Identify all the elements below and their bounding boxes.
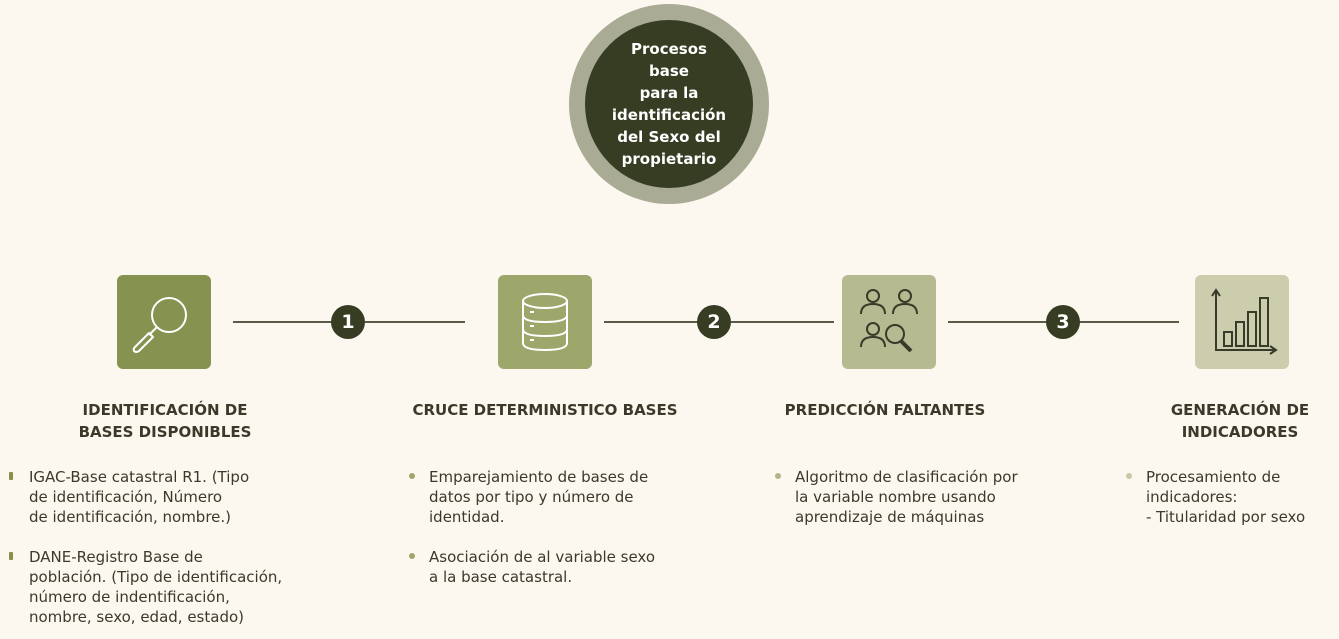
bullet-line: la variable nombre usando <box>795 488 996 506</box>
bullet-marker <box>9 552 13 560</box>
center-title-line: del Sexo del <box>617 128 721 146</box>
step-4-bullet-list: Procesamiento de indicadores: - Titulari… <box>1125 467 1305 527</box>
bar-chart-icon <box>1211 288 1278 355</box>
bullet-line: - Titularidad por sexo <box>1146 508 1306 526</box>
step-number-2: 2 <box>697 305 731 339</box>
bullet-line: población. (Tipo de identificación, <box>29 568 283 586</box>
center-title: Procesos base para la identificación del… <box>609 38 729 170</box>
bullet-line: indicadores: <box>1146 488 1238 506</box>
step-1-icon-box <box>117 275 211 369</box>
list-item: IGAC-Base catastral R1. (Tipo de identif… <box>8 467 282 527</box>
bullet-line: IGAC-Base catastral R1. (Tipo <box>29 468 250 486</box>
center-title-line: propietario <box>621 150 717 168</box>
bullet-marker <box>409 553 415 559</box>
step-title-line: CRUCE DETERMINISTICO BASES <box>412 401 678 419</box>
step-title-line: BASES DISPONIBLES <box>78 423 252 441</box>
step-3-icon-box <box>842 275 936 369</box>
step-2-bullet-list: Emparejamiento de bases de datos por tip… <box>408 467 655 587</box>
step-4-title: GENERACIÓN DE INDICADORES <box>1150 399 1330 443</box>
center-title-line: para la <box>639 84 699 102</box>
bullet-line: DANE-Registro Base de <box>29 548 203 566</box>
bullet-line: número de indentificación, <box>29 588 230 606</box>
bullet-line: datos por tipo y número de <box>429 488 634 506</box>
connector-line <box>1079 321 1179 323</box>
step-title-line: PREDICCIÓN FALTANTES <box>784 401 986 419</box>
bullet-marker <box>1126 473 1132 479</box>
bullet-line: Procesamiento de <box>1146 468 1281 486</box>
bullet-line: de identificación, nombre.) <box>29 508 232 526</box>
bullet-line: de identificación, Número <box>29 488 223 506</box>
bullet-line: nombre, sexo, edad, estado) <box>29 608 244 626</box>
bullet-line: Algoritmo de clasificación por <box>795 468 1018 486</box>
step-1-bullet-list: IGAC-Base catastral R1. (Tipo de identif… <box>8 467 282 627</box>
connector-line <box>365 321 465 323</box>
bullet-line: Emparejamiento de bases de <box>429 468 649 486</box>
bullet-line: aprendizaje de máquinas <box>795 508 985 526</box>
step-1-title: IDENTIFICACIÓN DE BASES DISPONIBLES <box>60 399 270 443</box>
step-3-bullet-list: Algoritmo de clasificación por la variab… <box>774 467 1018 527</box>
step-2-icon-box <box>498 275 592 369</box>
bullet-marker <box>775 473 781 479</box>
people-search-icon <box>860 289 918 353</box>
magnifier-icon <box>132 297 187 353</box>
database-icon <box>522 293 568 352</box>
bullet-marker <box>9 472 13 480</box>
bullet-line: a la base catastral. <box>429 568 573 586</box>
connector-line <box>948 321 1048 323</box>
step-number-3: 3 <box>1046 305 1080 339</box>
list-item: Asociación de al variable sexo a la base… <box>408 547 655 587</box>
step-title-line: IDENTIFICACIÓN DE <box>82 401 248 419</box>
step-3-title: PREDICCIÓN FALTANTES <box>760 399 1010 421</box>
list-item: DANE-Registro Base de población. (Tipo d… <box>8 547 282 627</box>
list-item: Procesamiento de indicadores: - Titulari… <box>1125 467 1305 527</box>
step-number-1: 1 <box>331 305 365 339</box>
step-title-line: GENERACIÓN DE <box>1170 401 1310 419</box>
bullet-line: identidad. <box>429 508 505 526</box>
bullet-marker <box>409 473 415 479</box>
step-title-line: INDICADORES <box>1181 423 1299 441</box>
step-4-icon-box <box>1195 275 1289 369</box>
bullet-line: Asociación de al variable sexo <box>429 548 656 566</box>
center-circle: Procesos base para la identificación del… <box>585 20 753 188</box>
list-item: Emparejamiento de bases de datos por tip… <box>408 467 655 527</box>
connector-line <box>604 321 699 323</box>
step-2-title: CRUCE DETERMINISTICO BASES <box>390 399 700 421</box>
list-item: Algoritmo de clasificación por la variab… <box>774 467 1018 527</box>
center-title-line: identificación <box>611 106 727 124</box>
center-title-line: Procesos base <box>631 40 707 80</box>
connector-line <box>233 321 333 323</box>
connector-line <box>731 321 834 323</box>
